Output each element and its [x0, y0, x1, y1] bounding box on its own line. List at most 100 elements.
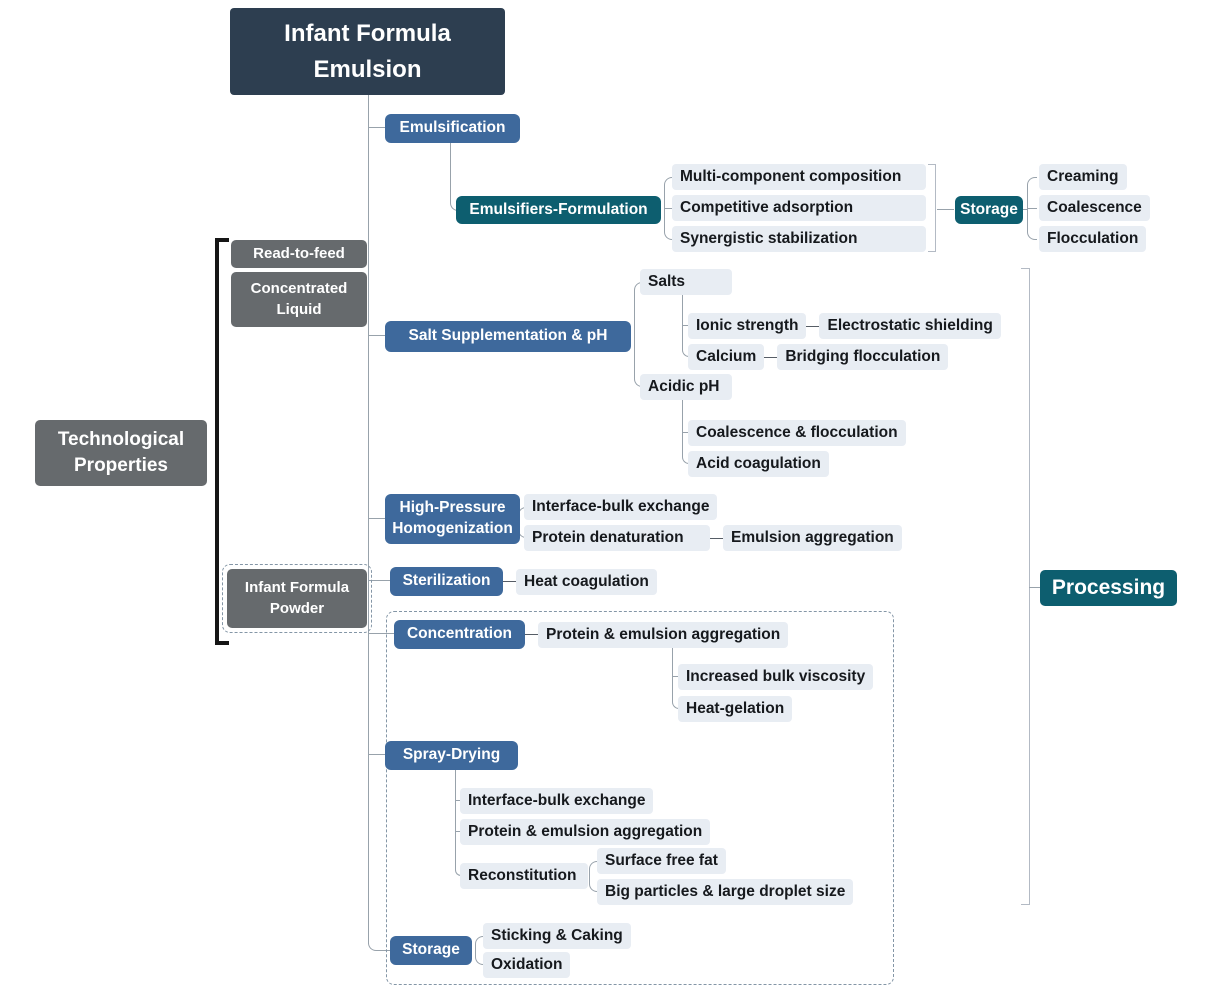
bracket-technological-properties: [215, 238, 229, 645]
connector-tick-storage-top: [937, 209, 954, 210]
leaf-acid-coagulation: Acid coagulation: [688, 451, 829, 477]
branch-sterilization: Sterilization: [390, 567, 503, 596]
row-ionic-strength: Ionic strength Electrostatic shielding: [688, 313, 1001, 339]
branch-concentration: Concentration: [394, 620, 525, 649]
leaf-interface-bulk-exchange-1: Interface-bulk exchange: [524, 494, 718, 520]
connector-tick-homogenization: [368, 518, 385, 519]
leaf-acidic-ph: Acidic pH: [640, 374, 732, 400]
connector-spine-salts: [682, 295, 689, 357]
leaf-oxidation: Oxidation: [483, 952, 571, 978]
leaf-protein-emulsion-aggregation-2: Protein & emulsion aggregation: [460, 819, 711, 845]
row-calcium: Calcium Bridging flocculation: [688, 344, 949, 370]
processing-label: Processing: [1051, 575, 1166, 599]
root-label: Infant Formula Emulsion: [284, 19, 451, 83]
branch-emulsification-label: Emulsification: [399, 119, 506, 137]
root-node: Infant Formula Emulsion: [230, 8, 505, 95]
connector-spine-concentration: [672, 647, 679, 709]
leaf-coalescence: Coalescence: [1039, 195, 1150, 221]
leaf-protein-denaturation: Protein denaturation: [524, 525, 710, 551]
node-concentrated-liquid: Concentrated Liquid: [231, 272, 367, 327]
concentration-label: Concentration: [406, 625, 513, 643]
dash-connector: [525, 634, 538, 635]
connector-fork-storage2-up: [475, 936, 484, 951]
leaf-emulsion-aggregation: Emulsion aggregation: [723, 525, 902, 551]
concentrated-liquid-label: Concentrated Liquid: [250, 280, 348, 318]
sterilization-label: Sterilization: [402, 572, 491, 590]
leaf-bridging-flocculation: Bridging flocculation: [777, 344, 949, 370]
row-sterilization: Sterilization Heat coagulation: [390, 567, 657, 596]
read-to-feed-label: Read-to-feed: [253, 244, 345, 262]
leaf-multi-component-composition: Multi-component composition: [672, 164, 926, 190]
connector-tick-concentration: [368, 633, 394, 634]
powder-process-region: [386, 611, 894, 985]
leaf-coalescence-flocculation: Coalescence & flocculation: [688, 420, 906, 446]
connector-trunk: [368, 95, 369, 944]
branch-spray-drying: Spray-Drying: [385, 741, 518, 770]
leaf-interface-bulk-exchange-2: Interface-bulk exchange: [460, 788, 654, 814]
spray-drying-label: Spray-Drying: [402, 746, 501, 764]
connector-fork-storage-down: [1027, 210, 1037, 240]
leaf-ionic-strength: Ionic strength: [688, 313, 807, 339]
connector-fork-formulation-up: [664, 177, 672, 211]
node-emulsifiers-formulation: Emulsifiers-Formulation: [456, 196, 661, 224]
connector-tick-protein2: [455, 831, 461, 832]
leaf-salts: Salts: [640, 269, 732, 295]
row-concentration: Concentration Protein & emulsion aggrega…: [394, 620, 789, 649]
node-infant-formula-powder: Infant Formula Powder: [222, 564, 372, 633]
connector-fork-formulation-down: [664, 210, 672, 240]
connector-tick-spray-drying: [368, 754, 385, 755]
connector-storage-top-stub: [1021, 209, 1027, 210]
connector-tick-viscosity: [672, 676, 679, 677]
node-processing: Processing: [1040, 570, 1177, 606]
leaf-heat-coagulation: Heat coagulation: [516, 568, 657, 595]
connector-fork-storage-up: [1027, 177, 1037, 211]
leaf-creaming: Creaming: [1039, 164, 1127, 190]
node-technological-properties: Technological Properties: [35, 420, 207, 486]
storage-top-label: Storage: [960, 200, 1018, 218]
connector-tick-emulsification: [368, 127, 385, 128]
leaf-calcium: Calcium: [688, 344, 765, 370]
dash-connector: [806, 325, 820, 327]
connector-tick-coalescence-flocculation: [682, 432, 689, 433]
leaf-surface-free-fat: Surface free fat: [597, 848, 726, 874]
leaf-protein-emulsion-aggregation-1: Protein & emulsion aggregation: [538, 621, 789, 648]
connector-fork-storage2-down: [475, 950, 484, 965]
technological-properties-label: Technological Properties: [57, 429, 185, 476]
leaf-competitive-adsorption: Competitive adsorption: [672, 195, 926, 221]
leaf-heat-gelation: Heat-gelation: [678, 696, 793, 722]
connector-elbow-salts: [634, 282, 642, 336]
emulsifiers-formulation-label: Emulsifiers-Formulation: [469, 200, 648, 218]
connector-trunk-elbow-storage: [368, 930, 391, 951]
leaf-synergistic-stabilization: Synergistic stabilization: [672, 226, 926, 252]
connector-tick-salt: [368, 335, 385, 336]
dash-connector: [710, 537, 723, 539]
connector-fork-formulation-mid: [664, 208, 672, 209]
storage-bottom-label: Storage: [402, 941, 460, 959]
homogenization-label: High-Pressure Homogenization: [392, 499, 513, 537]
bracket-processing: [1021, 268, 1030, 905]
row-protein-denaturation: Protein denaturation Emulsion aggregatio…: [524, 525, 902, 551]
leaf-flocculation: Flocculation: [1039, 226, 1147, 252]
branch-emulsification: Emulsification: [385, 114, 520, 143]
leaf-big-particles: Big particles & large droplet size: [597, 879, 854, 905]
leaf-reconstitution: Reconstitution: [460, 863, 588, 889]
connector-tick-processing: [1029, 587, 1040, 588]
leaf-electrostatic-shielding: Electrostatic shielding: [819, 313, 1001, 339]
connector-spine-spray: [455, 770, 461, 876]
connector-fork-recon-down: [589, 876, 598, 892]
connector-tick-interface2: [455, 800, 461, 801]
branch-high-pressure-homogenization: High-Pressure Homogenization: [385, 494, 520, 544]
branch-salt-supplementation-ph: Salt Supplementation & pH: [385, 321, 631, 352]
bracket-formulation-leaves: [928, 164, 936, 252]
node-read-to-feed: Read-to-feed: [231, 240, 367, 268]
node-storage-top: Storage: [955, 196, 1023, 224]
connector-fork-recon-up: [589, 861, 598, 876]
infant-formula-powder-label: Infant Formula Powder: [244, 579, 350, 617]
dash-connector: [503, 581, 516, 582]
dash-connector: [764, 356, 778, 358]
leaf-increased-bulk-viscosity: Increased bulk viscosity: [678, 664, 874, 690]
salt-ph-label: Salt Supplementation & pH: [408, 327, 608, 345]
connector-tick-sterilization: [368, 580, 390, 581]
connector-tick-ionic: [682, 325, 689, 326]
